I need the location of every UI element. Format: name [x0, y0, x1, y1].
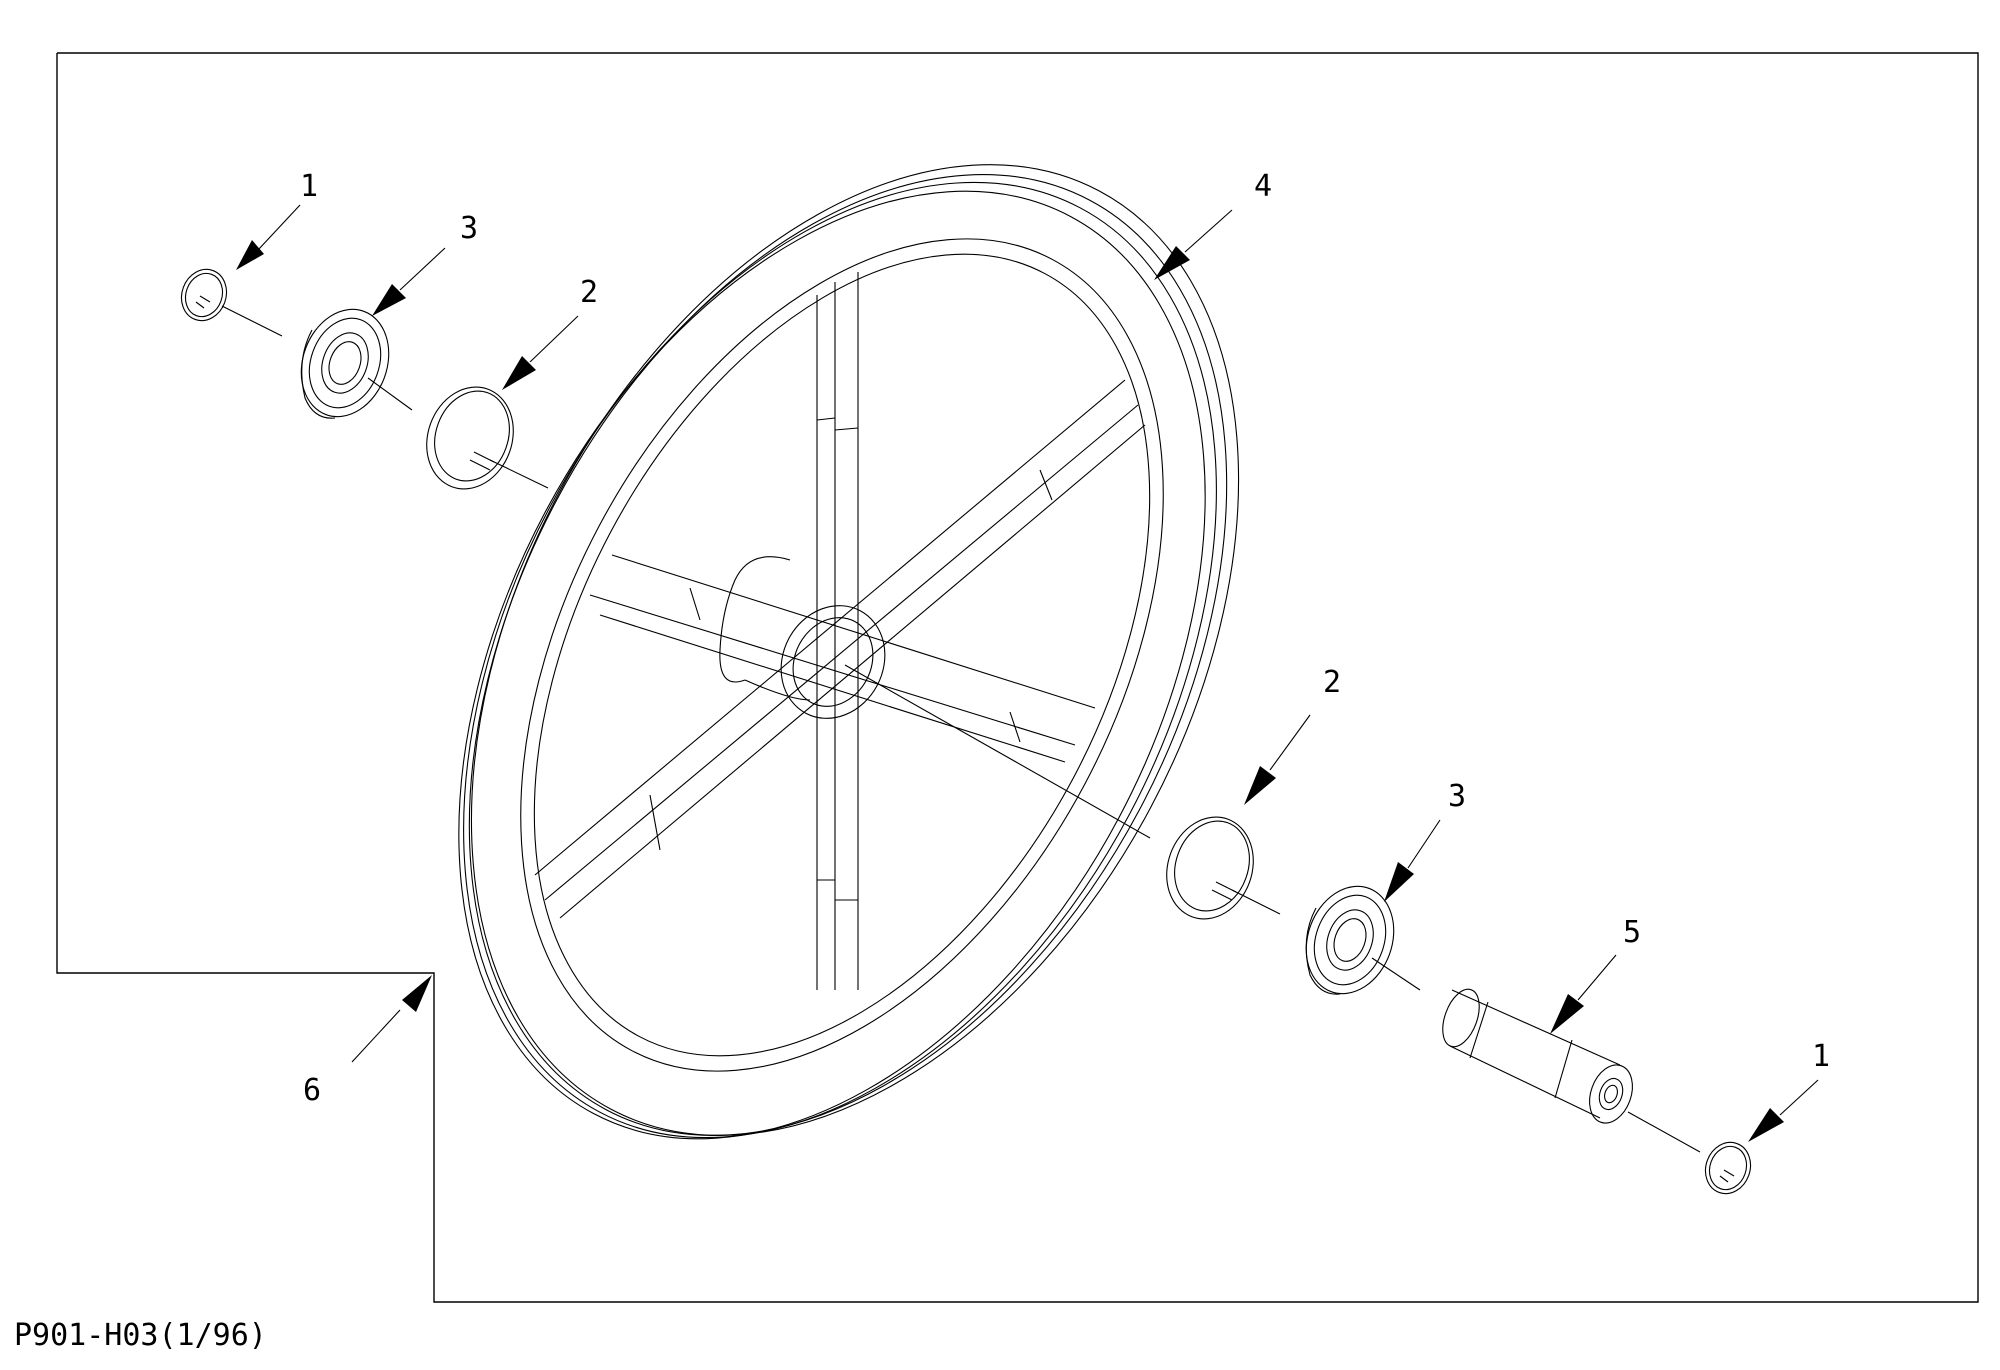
callout-4: 4 — [1254, 169, 1272, 204]
callout-1-top: 1 — [300, 169, 318, 204]
arrow-1b — [1748, 1108, 1784, 1142]
wheel — [458, 164, 1240, 1140]
arrow-6 — [402, 975, 432, 1012]
frame-border — [56, 52, 1979, 1303]
centerline-left-1 — [221, 305, 283, 337]
arrow-2a — [502, 356, 536, 390]
callout-3-top: 3 — [460, 211, 478, 246]
bearing-top — [300, 308, 390, 419]
callout-2-top: 2 — [580, 275, 598, 310]
callout-3-right: 3 — [1448, 779, 1466, 814]
drawing-id-label: P901-H03(1/96) — [14, 1318, 267, 1353]
arrow-5 — [1550, 994, 1584, 1034]
callout-labels: 1 3 2 4 2 3 5 1 6 — [300, 169, 1830, 1108]
snap-ring-top — [180, 268, 228, 322]
axle-shaft — [1442, 988, 1633, 1124]
arrow-3a — [372, 284, 406, 316]
callout-5: 5 — [1623, 915, 1641, 950]
callout-1-right: 1 — [1812, 1039, 1830, 1074]
retaining-ring-top — [426, 386, 514, 490]
centerline-left-2 — [367, 377, 413, 411]
arrow-4 — [1154, 246, 1190, 280]
arrow-2b — [1244, 766, 1276, 805]
snap-ring-bottom — [1704, 1141, 1752, 1195]
callout-6: 6 — [303, 1073, 321, 1108]
centerline-right-2 — [1371, 957, 1421, 991]
arrow-1a — [236, 240, 264, 270]
centerline-left-3 — [489, 459, 549, 489]
retaining-ring-bottom — [1166, 816, 1254, 920]
leader-lines — [236, 204, 1819, 1142]
arrow-3b — [1384, 862, 1414, 902]
centerline-right-3 — [1627, 1111, 1701, 1153]
bearing-bottom — [1305, 885, 1395, 995]
centerline-right-1 — [1231, 889, 1281, 915]
callout-2-right: 2 — [1323, 665, 1341, 700]
